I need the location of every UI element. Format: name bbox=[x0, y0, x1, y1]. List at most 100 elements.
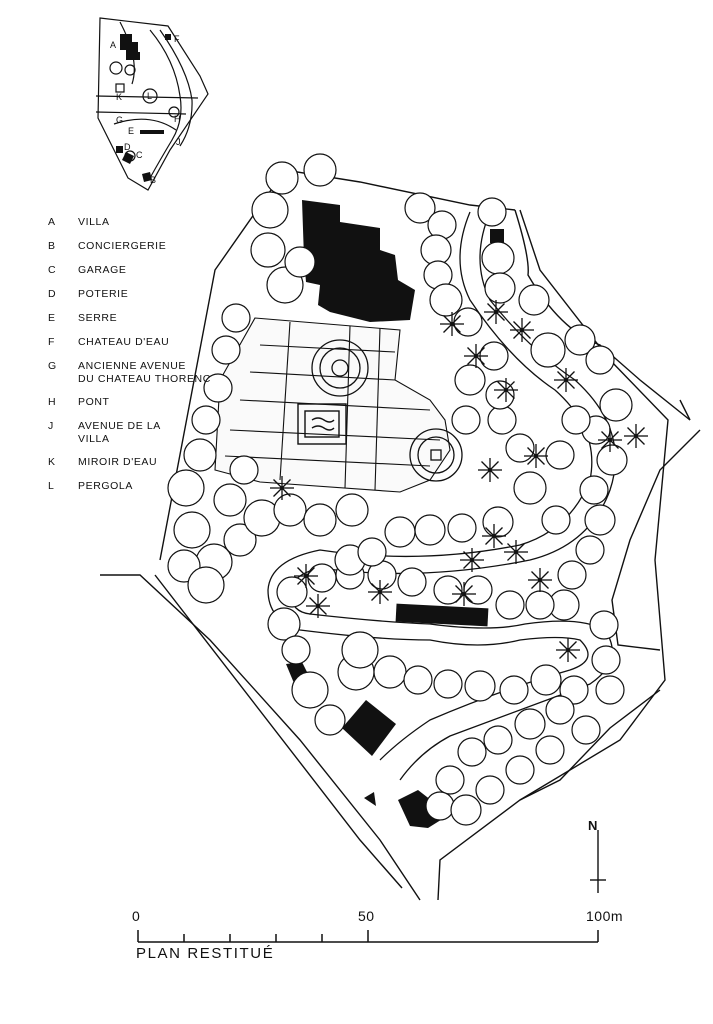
palm-tree bbox=[598, 428, 622, 452]
legend-item: C GARAGE bbox=[48, 264, 218, 296]
inset-label-g: G bbox=[116, 115, 123, 125]
tree-canopy bbox=[464, 670, 496, 702]
inset-labels: A F K L G E H J D C B bbox=[110, 34, 181, 185]
palm-tree bbox=[510, 318, 534, 342]
palm-tree bbox=[528, 568, 552, 592]
tree-canopy bbox=[429, 283, 463, 317]
scale-label-middle: 50 bbox=[358, 908, 375, 924]
legend-label: PERGOLA bbox=[78, 480, 133, 492]
tree-canopy bbox=[281, 635, 311, 665]
tree-canopy bbox=[584, 504, 616, 536]
inset-buildings bbox=[116, 34, 171, 182]
tree-canopy bbox=[276, 576, 308, 608]
tree-canopy bbox=[591, 645, 621, 675]
tree-canopy bbox=[314, 704, 346, 736]
palm-tree bbox=[504, 540, 528, 564]
tree-canopy bbox=[530, 332, 566, 368]
tree-canopy bbox=[427, 210, 457, 240]
tree-canopy bbox=[357, 537, 387, 567]
tree-canopy bbox=[265, 161, 299, 195]
legend-key: B bbox=[48, 240, 56, 252]
legend-key: E bbox=[48, 312, 56, 324]
legend-label: VILLA bbox=[78, 216, 110, 228]
tree-canopy bbox=[579, 475, 609, 505]
inset-label-a: A bbox=[110, 40, 116, 50]
palm-tree bbox=[478, 458, 502, 482]
tree-canopy bbox=[213, 483, 247, 517]
legend-key: H bbox=[48, 396, 57, 408]
tree-canopy bbox=[414, 514, 446, 546]
tree-canopy bbox=[223, 523, 257, 557]
tree-canopy bbox=[435, 765, 465, 795]
pergola-l bbox=[311, 339, 369, 397]
tree-canopy bbox=[451, 405, 481, 435]
scale-label-end: 100m bbox=[586, 908, 624, 924]
legend-item: J AVENUE DE LA VILLA bbox=[48, 420, 218, 452]
legend-key: L bbox=[48, 480, 55, 492]
tree-canopy bbox=[183, 438, 217, 472]
tree-canopy bbox=[481, 241, 515, 275]
tree-canopy bbox=[495, 590, 525, 620]
tree-canopy bbox=[221, 303, 251, 333]
palm-tree bbox=[494, 378, 518, 402]
tree-canopy bbox=[187, 566, 225, 604]
palm-tree bbox=[624, 424, 648, 448]
tree-canopy bbox=[250, 232, 286, 268]
tree-canopy bbox=[485, 380, 515, 410]
tree-canopy bbox=[303, 153, 337, 187]
tree-canopy bbox=[450, 794, 482, 826]
tree-canopy bbox=[545, 440, 575, 470]
legend-item: H PONT bbox=[48, 396, 218, 428]
garage-c bbox=[342, 700, 396, 756]
tree-canopy bbox=[513, 471, 547, 505]
tree-canopy bbox=[561, 405, 591, 435]
inset-label-f: F bbox=[174, 34, 180, 44]
legend-key: F bbox=[48, 336, 56, 348]
palm-tree bbox=[524, 444, 548, 468]
legend-key: D bbox=[48, 288, 57, 300]
inset-label-c: C bbox=[136, 150, 143, 160]
palm-trees bbox=[270, 300, 648, 662]
tree-canopy bbox=[284, 246, 316, 278]
inset-label-b: B bbox=[150, 175, 156, 185]
legend-item: B CONCIERGERIE bbox=[48, 240, 218, 272]
tree-canopy bbox=[457, 737, 487, 767]
tree-canopy bbox=[373, 655, 407, 689]
tree-canopy bbox=[484, 272, 516, 304]
legend-label: CONCIERGERIE bbox=[78, 240, 167, 252]
tree-canopy bbox=[589, 610, 619, 640]
chateau-deau-f bbox=[490, 229, 504, 243]
outer-roads bbox=[100, 209, 701, 901]
inset-label-e: E bbox=[128, 126, 134, 136]
legend-item: G ANCIENNE AVENUE DU CHATEAU THORENC bbox=[48, 360, 218, 392]
legend-item: E SERRE bbox=[48, 312, 218, 344]
scale-bar bbox=[137, 930, 599, 943]
tree-canopy bbox=[487, 405, 517, 435]
tree-canopy bbox=[267, 607, 301, 641]
tree-canopy bbox=[167, 469, 205, 507]
tree-canopy bbox=[477, 197, 507, 227]
tree-canopy bbox=[585, 345, 615, 375]
tree-canopy bbox=[596, 444, 628, 476]
legend-key: G bbox=[48, 360, 57, 372]
legend-item: D POTERIE bbox=[48, 288, 218, 320]
tree-canopy bbox=[557, 560, 587, 590]
legend-item: A VILLA bbox=[48, 216, 218, 248]
legend-key: A bbox=[48, 216, 56, 228]
tree-canopy bbox=[173, 511, 211, 549]
tree-canopy bbox=[599, 388, 633, 422]
tree-canopy bbox=[505, 433, 535, 463]
legend-key: C bbox=[48, 264, 57, 276]
legend-key: J bbox=[48, 420, 54, 432]
villa-a bbox=[302, 200, 415, 322]
inset-label-l: L bbox=[147, 91, 152, 101]
tree-canopies bbox=[167, 153, 633, 826]
water-mirror-k bbox=[297, 403, 347, 445]
legend-item: L PERGOLA bbox=[48, 480, 218, 512]
tree-canopy bbox=[447, 513, 477, 543]
tree-canopy bbox=[535, 735, 565, 765]
tree-canopy bbox=[575, 535, 605, 565]
palm-tree bbox=[554, 368, 578, 392]
legend-label: MIROIR D'EAU bbox=[78, 456, 158, 468]
